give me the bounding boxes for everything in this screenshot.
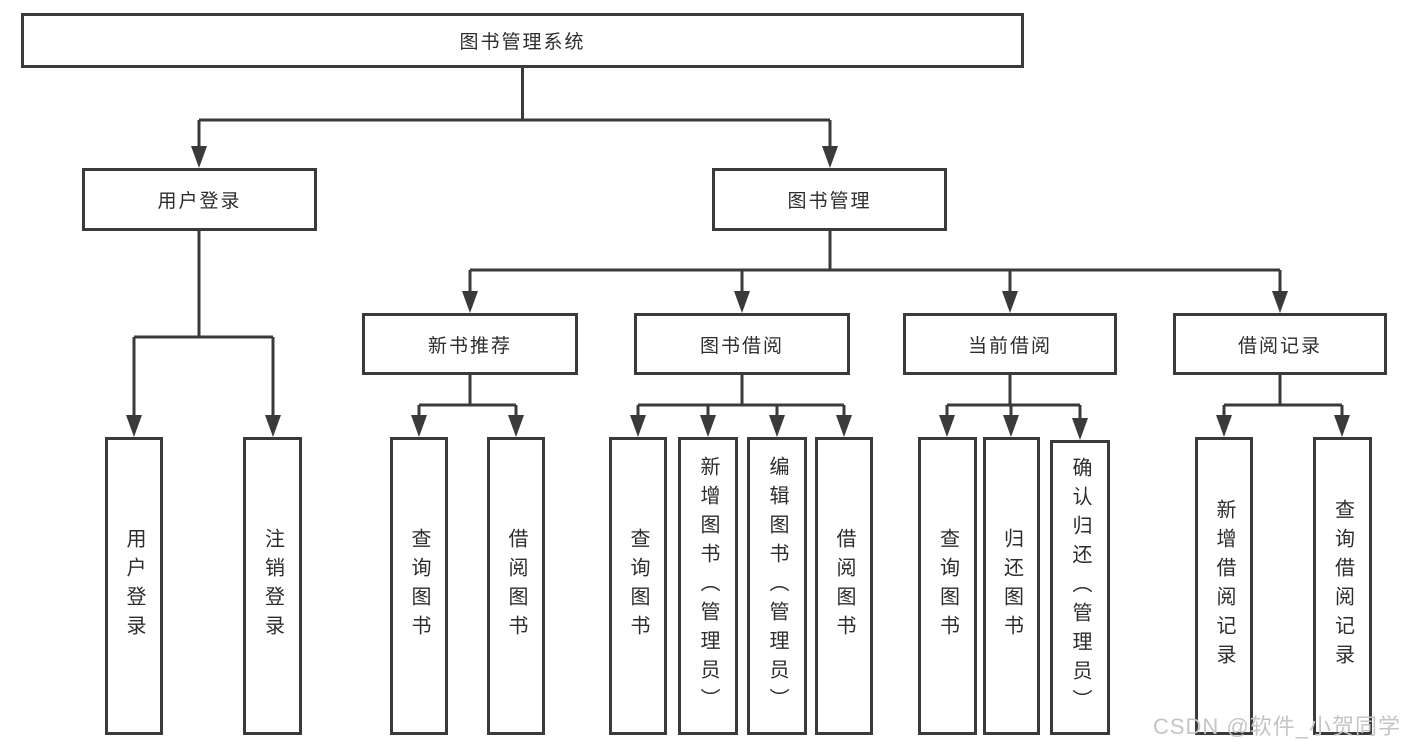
leaf-bb-borrow-book: 借阅图书 bbox=[815, 437, 873, 735]
node-user-login: 用户登录 bbox=[82, 168, 317, 231]
leaf-rec-query-book: 查询图书 bbox=[390, 437, 448, 735]
leaf-br-query-record-label: 查询借阅记录 bbox=[1331, 499, 1354, 673]
leaf-bb-query-book-label: 查询图书 bbox=[627, 528, 649, 644]
node-borrow-records: 借阅记录 bbox=[1173, 313, 1387, 375]
leaf-bb-edit-book-admin-label: 编辑图书（管理员） bbox=[766, 455, 788, 717]
leaf-rec-borrow-book-label: 借阅图书 bbox=[505, 528, 527, 644]
leaf-logout-label: 注销登录 bbox=[261, 528, 284, 644]
leaf-cb-confirm-return-admin-label: 确认归还（管理员） bbox=[1069, 457, 1091, 718]
leaf-cb-confirm-return-admin: 确认归还（管理员） bbox=[1050, 440, 1110, 735]
leaf-cb-query-book: 查询图书 bbox=[918, 437, 977, 735]
leaf-br-add-record: 新增借阅记录 bbox=[1195, 437, 1253, 735]
node-current-borrow: 当前借阅 bbox=[903, 313, 1117, 375]
leaf-cb-query-book-label: 查询图书 bbox=[936, 528, 959, 644]
leaf-user-login-label: 用户登录 bbox=[123, 528, 145, 644]
leaf-bb-add-book-admin: 新增图书（管理员） bbox=[678, 437, 738, 735]
leaf-logout: 注销登录 bbox=[243, 437, 302, 735]
leaf-rec-borrow-book: 借阅图书 bbox=[487, 437, 545, 735]
leaf-br-query-record: 查询借阅记录 bbox=[1313, 437, 1372, 735]
node-book-borrow: 图书借阅 bbox=[634, 313, 850, 375]
leaf-br-add-record-label: 新增借阅记录 bbox=[1213, 499, 1235, 673]
leaf-bb-edit-book-admin: 编辑图书（管理员） bbox=[747, 437, 807, 735]
node-new-book-recommend: 新书推荐 bbox=[362, 313, 578, 375]
leaf-bb-query-book: 查询图书 bbox=[609, 437, 667, 735]
leaf-bb-add-book-admin-label: 新增图书（管理员） bbox=[697, 455, 719, 717]
leaf-rec-query-book-label: 查询图书 bbox=[408, 528, 430, 644]
node-library-management-system: 图书管理系统 bbox=[21, 13, 1024, 68]
leaf-user-login: 用户登录 bbox=[105, 437, 163, 735]
leaf-bb-borrow-book-label: 借阅图书 bbox=[833, 528, 855, 644]
leaf-cb-return-book: 归还图书 bbox=[983, 437, 1040, 735]
csdn-watermark: CSDN @软件_小贺同学 bbox=[1152, 714, 1401, 739]
leaf-cb-return-book-label: 归还图书 bbox=[1000, 528, 1023, 644]
node-book-management: 图书管理 bbox=[712, 168, 947, 231]
